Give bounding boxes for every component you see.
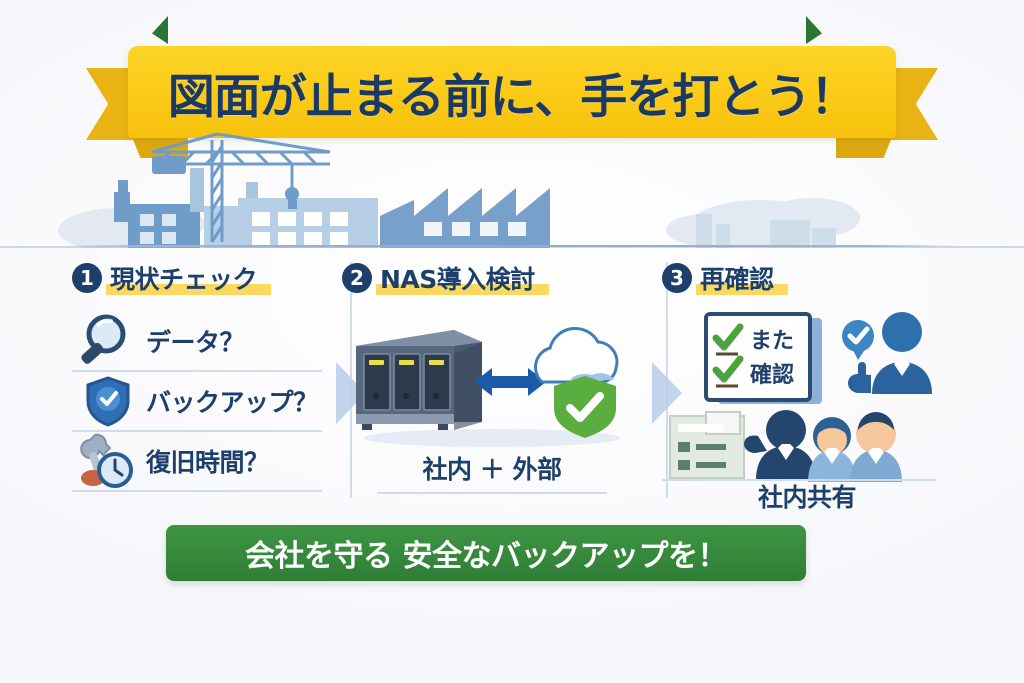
banner-title: 図面が止まる前に、手を打とう！ <box>167 69 858 125</box>
ribbon-body: 図面が止まる前に、手を打とう！ <box>128 46 896 138</box>
check-label-recovery-time: 復旧時間？ <box>146 448 269 477</box>
check-label-data: データ？ <box>146 328 245 357</box>
magnifier-icon <box>74 312 142 370</box>
green-shield-check-icon <box>554 376 616 438</box>
step-column-2: 2 NAS導入検討 <box>332 258 652 510</box>
footer-banner: 会社を守る 安全なバックアップを！ <box>166 525 806 581</box>
step-2-heading: 2 NAS導入検討 <box>342 258 642 298</box>
step-2-heading-text: NAS導入検討 <box>380 265 535 294</box>
step-3-heading-highlight <box>696 284 788 295</box>
step-2-number-badge: 2 <box>342 263 372 293</box>
step-3-heading-text: 再確認 <box>700 265 774 294</box>
sync-arrow-icon <box>474 368 546 396</box>
check-row-backup: バックアップ？ <box>72 372 322 432</box>
nas-cloud-shield-illustration <box>342 310 642 450</box>
wrench-clock-icon <box>74 432 142 490</box>
cloud-icon <box>534 326 619 384</box>
step-3-number-badge: 3 <box>662 263 692 293</box>
step-column-3: 3 再確認 また <box>652 258 962 512</box>
shield-check-icon <box>74 372 142 430</box>
team-group <box>744 410 902 482</box>
step-1-number-badge: 1 <box>72 263 102 293</box>
step-2-caption-rule <box>377 492 607 494</box>
step-1-heading-highlight <box>106 284 272 295</box>
steps-row: 1 現状チェック データ？ <box>62 258 962 512</box>
check-label-backup: バックアップ？ <box>146 388 318 417</box>
whiteboard <box>669 411 745 479</box>
checklist-item-2-label: 確認 <box>750 362 794 388</box>
checklist-item-1-label: また <box>750 329 794 354</box>
step-3-heading: 3 再確認 <box>662 258 952 298</box>
step-3-caption: 社内共有 <box>757 483 857 512</box>
footer-banner-text: 会社を守る 安全なバックアップを！ <box>245 539 727 574</box>
step-column-1: 1 現状チェック データ？ <box>62 258 332 510</box>
checklist-people-illustration: また 確認 <box>662 308 952 482</box>
header-divider-rule <box>64 245 960 247</box>
factory-construction-skyline-illustration <box>0 130 1024 248</box>
check-row-recovery-time: 復旧時間？ <box>72 432 322 492</box>
person-approving <box>842 312 932 394</box>
step-2-caption: 社内 ＋ 外部 <box>422 455 562 484</box>
step-1-heading-text: 現状チェック <box>110 265 258 294</box>
step-1-check-list: データ？ バックアップ？ <box>72 312 322 492</box>
nas-device <box>356 330 482 430</box>
header-ribbon: 図面が止まる前に、手を打とう！ <box>86 46 938 158</box>
checklist-card <box>704 312 822 404</box>
step-1-heading: 1 現状チェック <box>72 258 322 298</box>
check-row-data: データ？ <box>72 312 322 372</box>
step-2-heading-highlight <box>376 284 549 295</box>
